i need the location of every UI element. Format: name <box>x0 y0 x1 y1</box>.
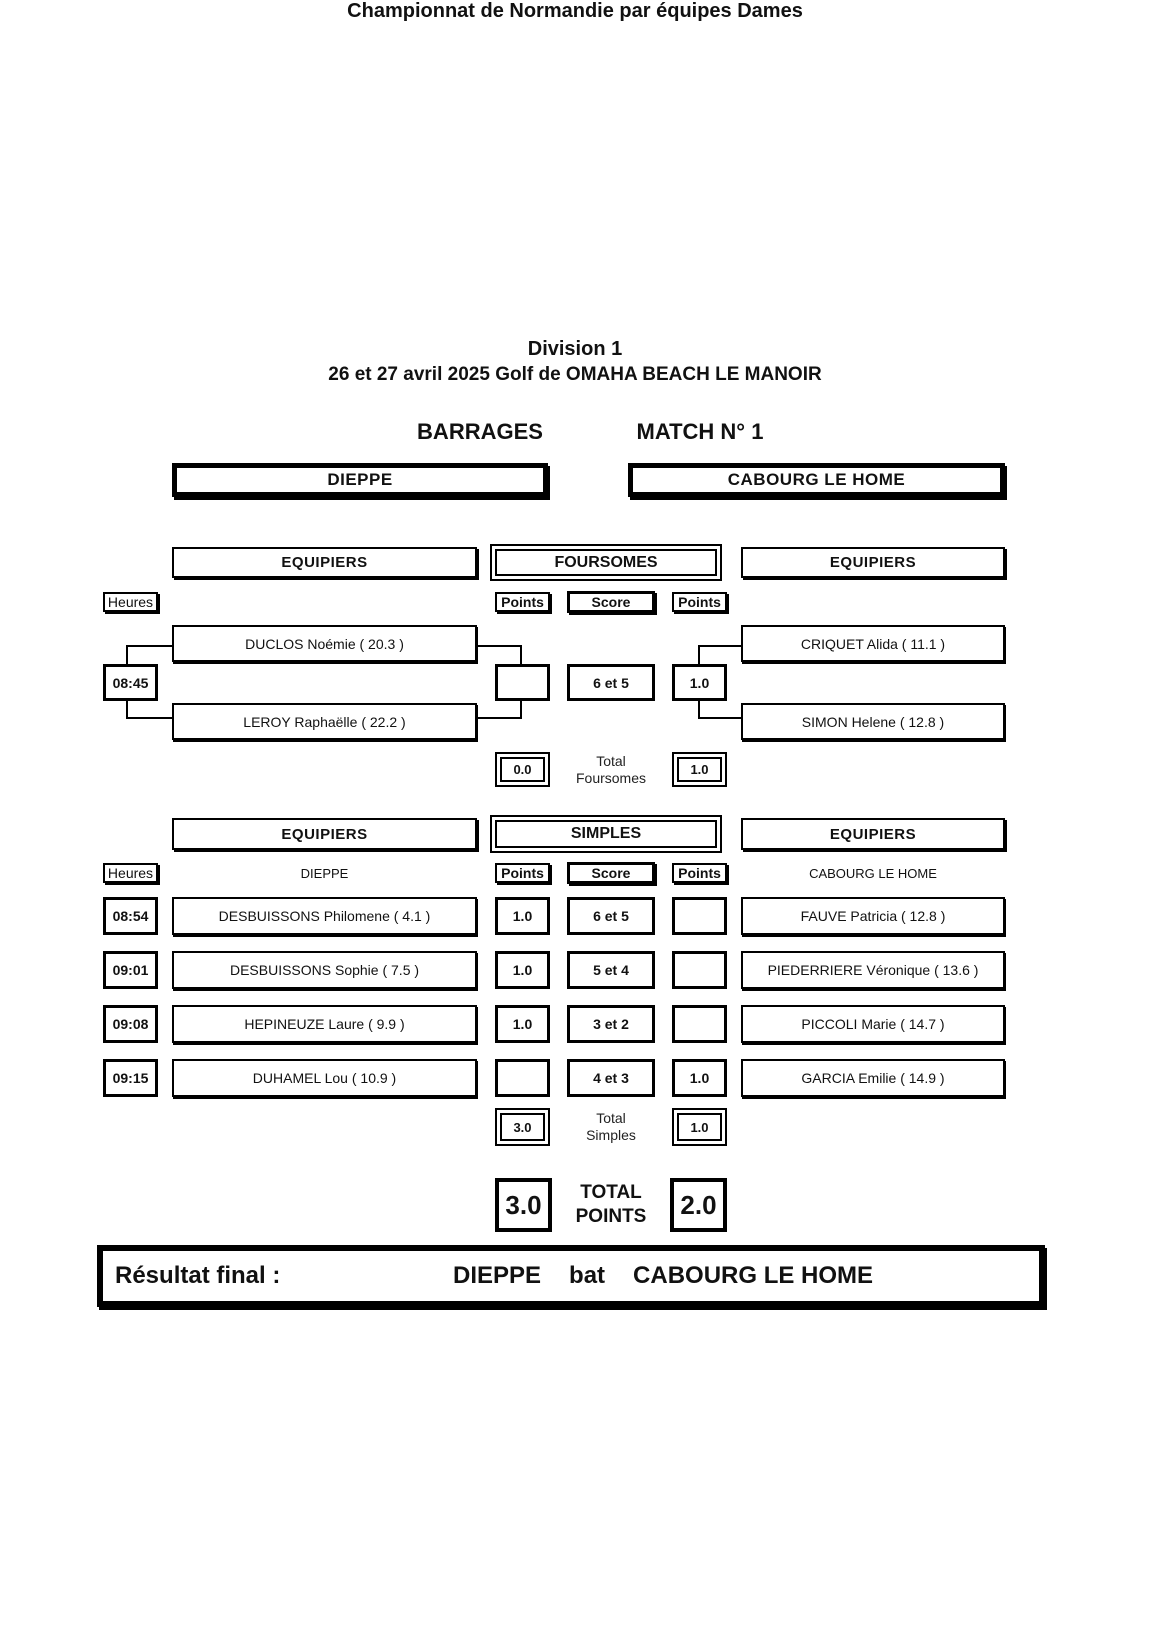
final-result-verb: bat <box>569 1262 606 1289</box>
final-result-box: Résultat final : DIEPPE bat CABOURG LE H… <box>97 1245 1045 1307</box>
simples-row-1-time: 08:54 <box>103 897 158 935</box>
simples-row-4-home-player: DUHAMEL Lou ( 10.9 ) <box>172 1059 477 1097</box>
simples-row-1-score: 6 et 5 <box>567 897 655 935</box>
total-points-label: TOTAL POINTS <box>555 1178 667 1232</box>
page-title: Championnat de Normandie par équipes Dam… <box>347 0 803 22</box>
foursomes-score-label: Score <box>567 591 655 613</box>
foursomes-section-header: FOURSOMES <box>490 544 722 581</box>
simples-row-2-home-player: DESBUISSONS Sophie ( 7.5 ) <box>172 951 477 989</box>
final-result-winner: DIEPPE <box>453 1262 542 1289</box>
foursomes-total-home: 0.0 <box>495 752 550 787</box>
foursomes-total-label-line1: Total <box>596 752 626 769</box>
title-date-venue: 26 et 27 avril 2025 Golf de OMAHA BEACH … <box>328 364 822 385</box>
foursomes-away-player-1: CRIQUET Alida ( 11.1 ) <box>741 625 1005 662</box>
foursomes-away-player-2: SIMON Helene ( 12.8 ) <box>741 703 1005 740</box>
simples-row-4-home-points <box>495 1059 550 1097</box>
stage-label: BARRAGES <box>417 419 543 444</box>
simples-total-away: 1.0 <box>672 1108 727 1146</box>
simples-row-4-away-points: 1.0 <box>672 1059 727 1097</box>
match-number-label: MATCH N° 1 <box>636 419 764 444</box>
simples-heures-label: Heures <box>103 863 158 883</box>
simples-away-team-label: CABOURG LE HOME <box>809 865 937 881</box>
simples-row-3-score: 3 et 2 <box>567 1005 655 1043</box>
foursomes-total-label: Total Foursomes <box>555 751 667 788</box>
simples-row-4-away-player: GARCIA Emilie ( 14.9 ) <box>741 1059 1005 1097</box>
foursomes-score: 6 et 5 <box>567 664 655 701</box>
away-team-name: CABOURG LE HOME <box>628 463 1005 497</box>
simples-row-1-home-player: DESBUISSONS Philomene ( 4.1 ) <box>172 897 477 935</box>
final-result-label: Résultat final : <box>115 1262 281 1289</box>
foursomes-home-player-2: LEROY Raphaëlle ( 22.2 ) <box>172 703 477 740</box>
simples-row-2-away-points <box>672 951 727 989</box>
simples-points-home-label: Points <box>495 863 550 883</box>
total-points-home: 3.0 <box>495 1178 552 1232</box>
foursomes-total-away: 1.0 <box>672 752 727 787</box>
simples-row-2-away-player: PIEDERRIERE Véronique ( 13.6 ) <box>741 951 1005 989</box>
final-result-loser: CABOURG LE HOME <box>633 1262 874 1289</box>
simples-row-2-time: 09:01 <box>103 951 158 989</box>
simples-home-equipiers-header: EQUIPIERS <box>172 818 477 850</box>
foursomes-heures-label: Heures <box>103 592 158 612</box>
foursomes-away-equipiers-header: EQUIPIERS <box>741 547 1005 578</box>
simples-row-3-home-points: 1.0 <box>495 1005 550 1043</box>
foursomes-total-label-line2: Foursomes <box>575 769 647 786</box>
simples-row-1-home-points: 1.0 <box>495 897 550 935</box>
foursomes-home-player-1: DUCLOS Noémie ( 20.3 ) <box>172 625 477 662</box>
simples-section-header: SIMPLES <box>490 815 722 853</box>
total-points-label-line1: TOTAL <box>580 1182 642 1203</box>
simples-row-4-score: 4 et 3 <box>567 1059 655 1097</box>
simples-row-3-away-player: PICCOLI Marie ( 14.7 ) <box>741 1005 1005 1043</box>
simples-total-home: 3.0 <box>495 1108 550 1146</box>
foursomes-home-points <box>495 664 550 701</box>
total-points-away: 2.0 <box>670 1178 727 1232</box>
simples-away-equipiers-header: EQUIPIERS <box>741 818 1005 850</box>
total-points-label-line2: POINTS <box>575 1206 647 1227</box>
simples-row-2-score: 5 et 4 <box>567 951 655 989</box>
simples-score-label: Score <box>567 862 655 884</box>
simples-row-1-away-player: FAUVE Patricia ( 12.8 ) <box>741 897 1005 935</box>
simples-home-team-label: DIEPPE <box>300 865 349 881</box>
title-division: Division 1 <box>527 338 623 360</box>
final-result-text: DIEPPE bat CABOURG LE HOME <box>453 1251 873 1301</box>
simples-row-2-home-points: 1.0 <box>495 951 550 989</box>
simples-row-1-away-points <box>672 897 727 935</box>
foursomes-time: 08:45 <box>103 664 158 701</box>
foursomes-points-home-label: Points <box>495 592 550 612</box>
simples-total-label: Total Simples <box>555 1108 667 1146</box>
foursomes-points-away-label: Points <box>672 592 727 612</box>
simples-points-away-label: Points <box>672 863 727 883</box>
foursomes-home-equipiers-header: EQUIPIERS <box>172 547 477 578</box>
simples-total-label-line2: Simples <box>586 1127 636 1143</box>
foursomes-away-points: 1.0 <box>672 664 727 701</box>
simples-row-3-away-points <box>672 1005 727 1043</box>
simples-row-4-time: 09:15 <box>103 1059 158 1097</box>
simples-row-3-time: 09:08 <box>103 1005 158 1043</box>
home-team-name: DIEPPE <box>172 463 548 497</box>
simples-total-label-line1: Total <box>596 1110 626 1126</box>
simples-row-3-home-player: HEPINEUZE Laure ( 9.9 ) <box>172 1005 477 1043</box>
